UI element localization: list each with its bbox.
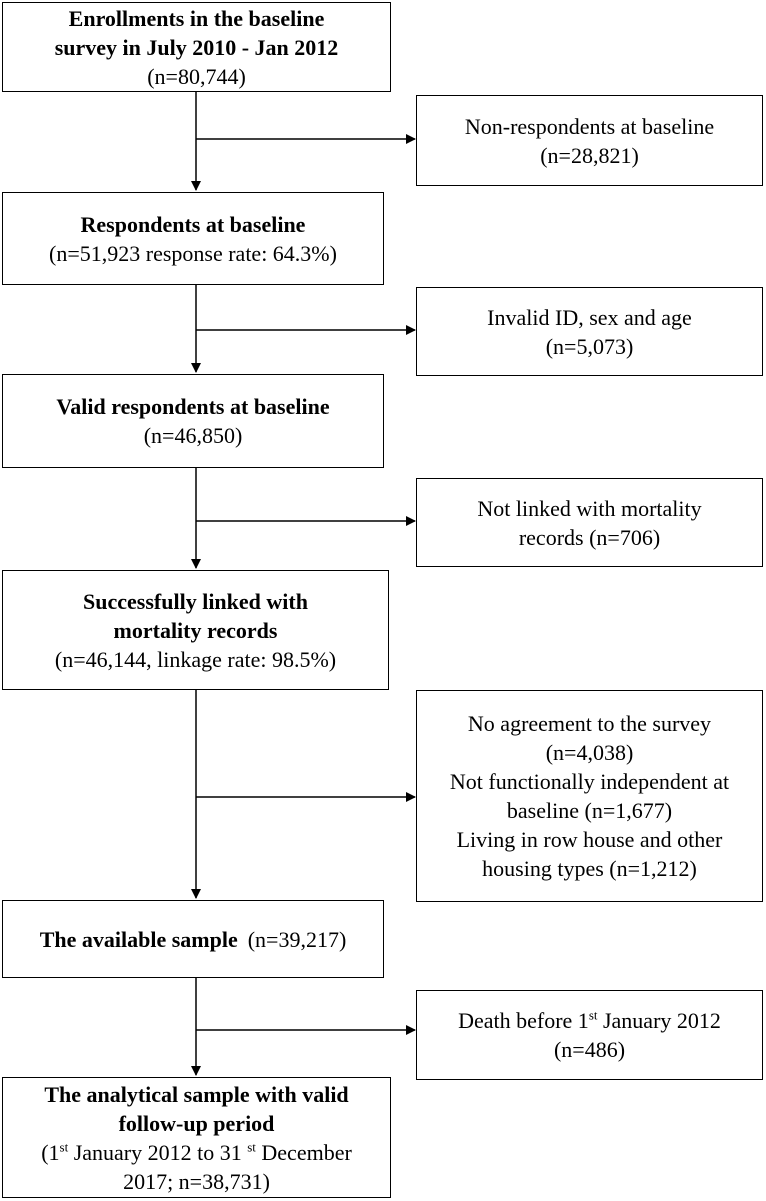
invalid-count: (n=5,073): [545, 333, 634, 359]
not-linked-line2: records (n=706): [518, 524, 661, 550]
exclusion-housing: Living in row house and other: [456, 827, 723, 852]
invalid-line1: Invalid ID, sex and age: [487, 304, 692, 330]
analytical-d1-mid: January 2012 to 31: [68, 1139, 248, 1165]
analytical-last: 2017; n=38,731): [123, 1168, 270, 1194]
linked-detail: (n=46,144, linkage rate: 98.5%): [54, 646, 337, 672]
analytical-d2-post: December: [255, 1139, 352, 1165]
available-count: (n=39,217): [247, 926, 347, 952]
respondents-title: Respondents at baseline: [80, 211, 306, 237]
enrollments-title-2: survey in July 2010 - Jan 2012: [54, 34, 339, 60]
analytical-d1-open: (1: [41, 1139, 60, 1165]
respondents-detail: (n=51,923 response rate: 64.3%): [49, 240, 337, 266]
analytical-d2-sup: st: [247, 1139, 256, 1155]
death-before-count: (n=486): [553, 1037, 626, 1062]
linked-box: Successfully linked with mortality recor…: [2, 570, 389, 690]
non-respondents-count: (n=28,821): [540, 142, 639, 168]
exclusion-agreement-count: (n=4,038): [545, 740, 634, 765]
linked-title-2: mortality records: [113, 617, 278, 643]
available-title: The available sample: [39, 926, 238, 952]
enrollments-title-1: Enrollments in the baseline: [68, 5, 325, 31]
not-linked-box: Not linked with mortality records (n=706…: [416, 478, 763, 567]
valid-respondents-title: Valid respondents at baseline: [56, 394, 330, 419]
non-respondents-box: Non-respondents at baseline (n=28,821): [416, 95, 763, 186]
analytical-dates: (1st January 2012 to 31 st December: [41, 1138, 352, 1167]
death-before-line1: Death before 1st January 2012: [458, 1006, 721, 1035]
available-box: The available sample (n=39,217): [2, 900, 384, 978]
analytical-title-1: The analytical sample with valid: [44, 1081, 349, 1107]
non-respondents-line1: Non-respondents at baseline: [464, 113, 715, 139]
invalid-box: Invalid ID, sex and age (n=5,073): [416, 287, 763, 376]
respondents-box: Respondents at baseline (n=51,923 respon…: [2, 192, 384, 285]
analytical-title-2: follow-up period: [118, 1110, 275, 1136]
exclusion-housing-count: housing types (n=1,212): [482, 856, 697, 881]
death-before-sup: st: [588, 1007, 598, 1023]
linked-title-1: Successfully linked with: [83, 588, 308, 614]
not-linked-line1: Not linked with mortality: [477, 495, 702, 521]
exclusions-box: No agreement to the survey (n=4,038) Not…: [416, 690, 763, 902]
exclusion-functional: Not functionally independent at: [449, 769, 730, 794]
enrollments-count: (n=80,744): [147, 63, 246, 89]
analytical-d1-sup: st: [59, 1139, 69, 1155]
valid-respondents-box: Valid respondents at baseline (n=46,850): [2, 374, 384, 468]
death-before-post: January 2012: [597, 1008, 721, 1033]
valid-respondents-count: (n=46,850): [143, 423, 243, 448]
death-before-box: Death before 1st January 2012 (n=486): [416, 990, 763, 1080]
exclusion-agreement: No agreement to the survey: [467, 711, 712, 736]
enrollments-box: Enrollments in the baseline survey in Ju…: [2, 2, 391, 92]
analytical-box: The analytical sample with valid follow-…: [2, 1077, 391, 1198]
death-before-pre: Death before 1: [458, 1008, 589, 1033]
exclusion-functional-count: baseline (n=1,677): [506, 798, 673, 823]
